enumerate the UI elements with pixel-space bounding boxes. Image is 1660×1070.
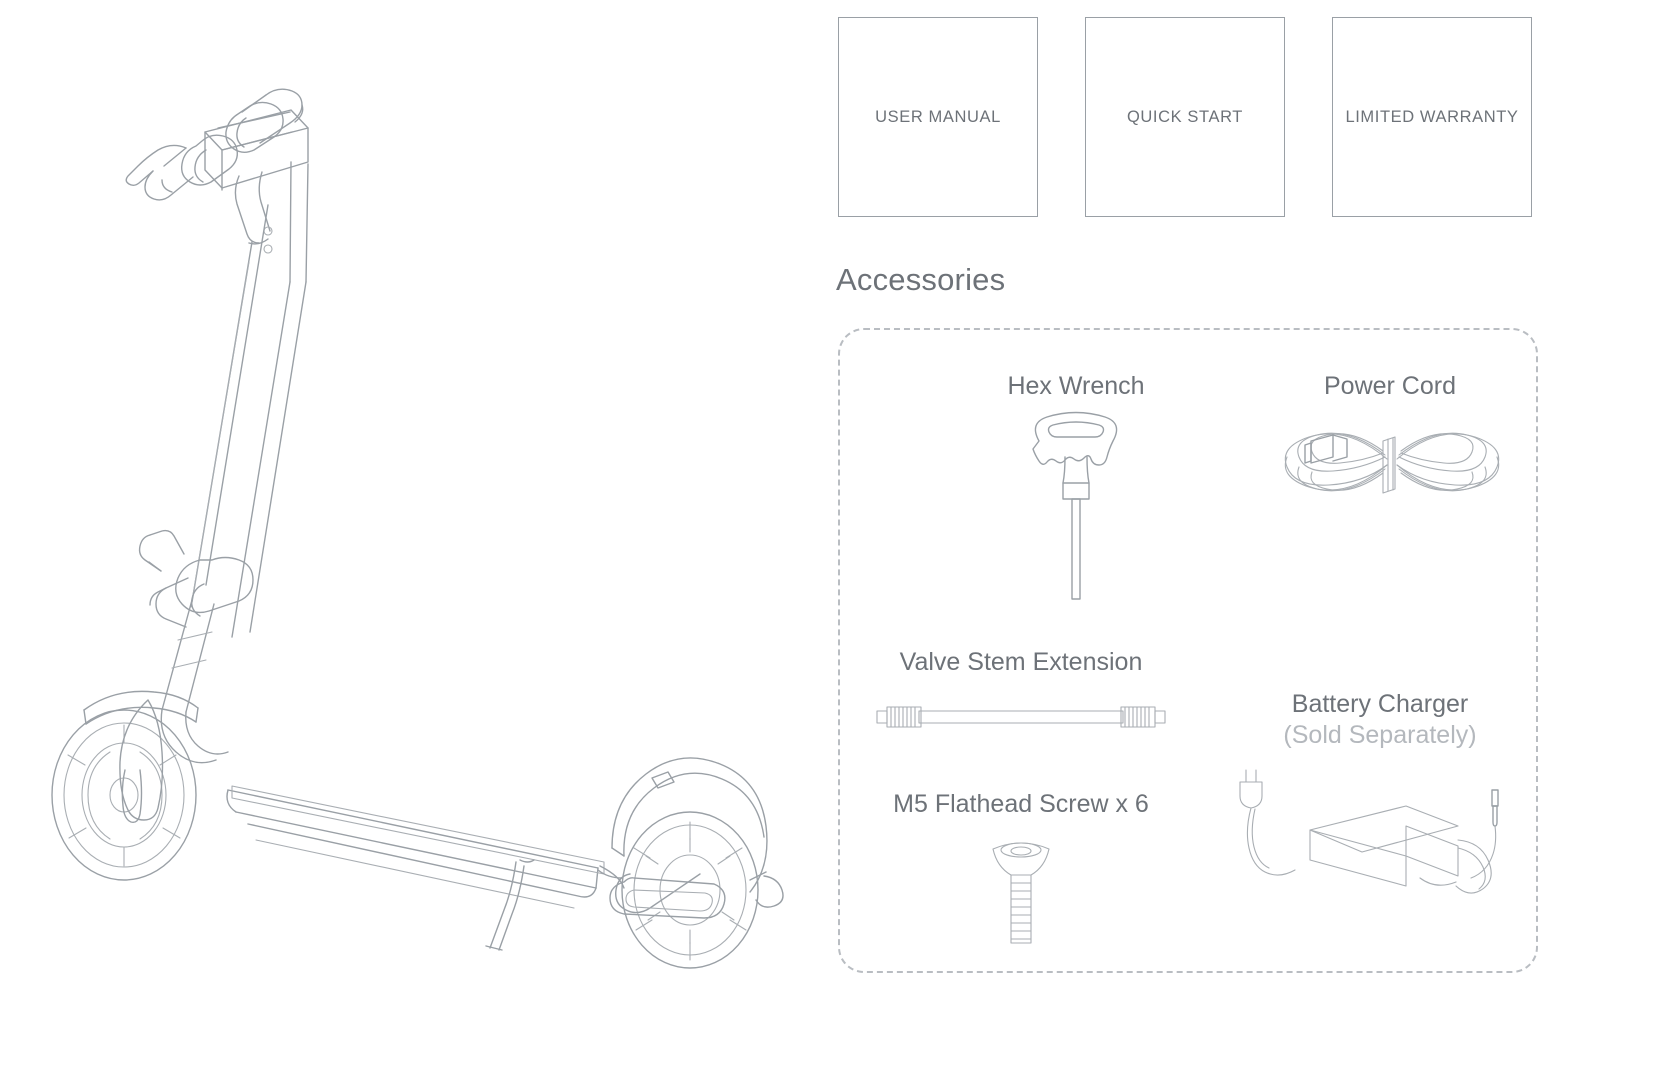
document-label: QUICK START (1126, 107, 1243, 126)
accessory-valve-stem-extension[interactable]: Valve Stem Extension (856, 648, 1186, 741)
scooter-illustration (0, 0, 820, 1070)
accessory-hex-wrench[interactable]: Hex Wrench (936, 372, 1216, 606)
accessory-title: Valve Stem Extension (899, 648, 1143, 676)
battery-charger-icon (1239, 769, 1499, 894)
valve-stem-extension-icon (876, 706, 1166, 728)
power-cord-icon (1284, 432, 1500, 494)
accessories-heading: Accessories (836, 262, 1006, 297)
document-box-limited-warranty[interactable]: LIMITED WARRANTY (1332, 17, 1532, 217)
contents-panel: USER MANUAL QUICK START LIMITED WARRANTY… (820, 0, 1660, 1070)
accessory-title: Hex Wrench (1007, 372, 1145, 400)
document-box-user-manual[interactable]: USER MANUAL (838, 17, 1038, 217)
document-label: LIMITED WARRANTY (1345, 107, 1519, 126)
hex-wrench-icon (1032, 411, 1118, 600)
accessory-title: Battery Charger (1291, 690, 1469, 718)
accessory-power-cord[interactable]: Power Cord (1250, 372, 1530, 521)
documents-row: USER MANUAL QUICK START LIMITED WARRANTY (838, 17, 1532, 217)
accessory-title: M5 Flathead Screw x 6 (893, 790, 1149, 818)
accessories-dashed-panel (838, 328, 1538, 973)
document-box-quick-start[interactable]: QUICK START (1085, 17, 1285, 217)
accessory-m5-flathead-screw[interactable]: M5 Flathead Screw x 6 (856, 790, 1186, 953)
flathead-screw-icon (992, 842, 1050, 944)
document-label: USER MANUAL (875, 107, 1001, 126)
accessory-title: Power Cord (1324, 372, 1456, 400)
accessory-battery-charger[interactable]: Battery Charger (Sold Separately) (1220, 690, 1540, 894)
accessory-subtitle: (Sold Separately) (1283, 721, 1477, 749)
